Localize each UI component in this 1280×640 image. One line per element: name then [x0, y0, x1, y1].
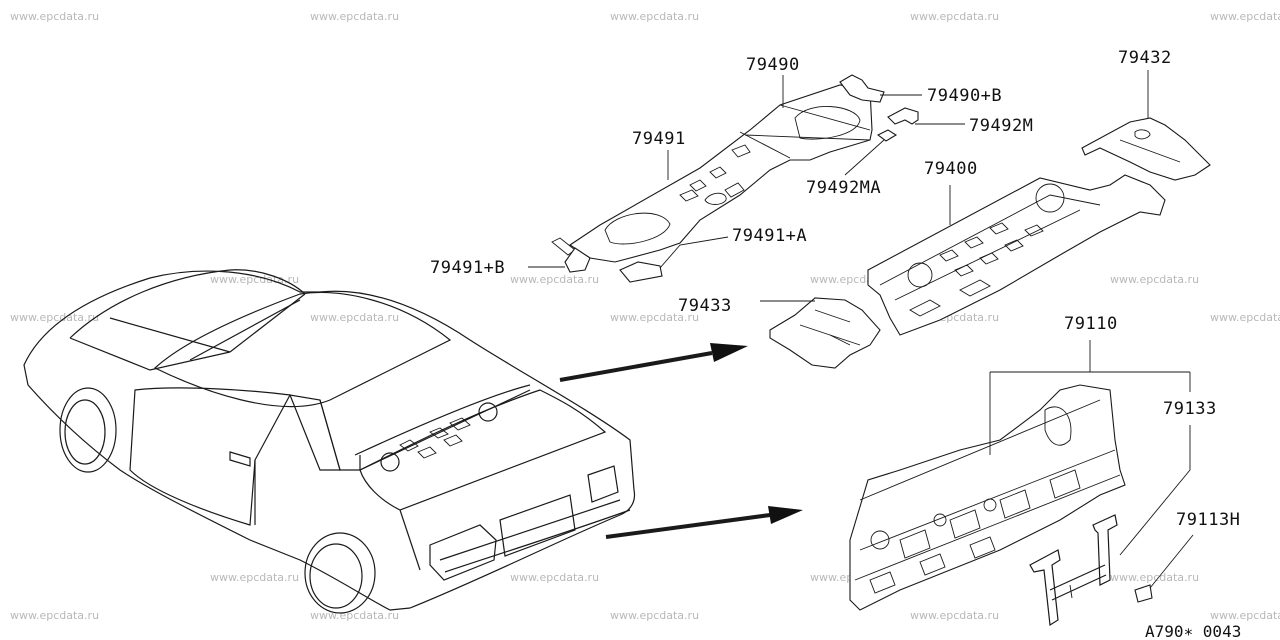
watermark: www.epcdata.ru [10, 609, 99, 622]
clip-79113H [1134, 584, 1153, 603]
watermark: www.epcdata.ru [910, 10, 999, 23]
strut-79133 [1029, 514, 1118, 627]
watermark: www.epcdata.ru [10, 10, 99, 23]
bracket-79490B [839, 74, 885, 103]
rear-panel-assembly [849, 384, 1126, 611]
label-79492m: 79492M [969, 116, 1033, 136]
part-labels: 79490 79490+B 79492M 79432 79491 79492MA… [430, 48, 1240, 530]
reinforcement-79433 [769, 297, 881, 369]
watermark: www.epcdata.ru [910, 609, 999, 622]
bracket-79491B [564, 247, 591, 273]
label-79490-b: 79490+B [927, 86, 1002, 106]
watermark: www.epcdata.ru [610, 10, 699, 23]
watermark: www.epcdata.ru [210, 273, 299, 286]
figure-code: A790∗ 0043 [1145, 622, 1241, 640]
watermark: www.epcdata.ru [310, 10, 399, 23]
label-79491-a: 79491+A [732, 226, 807, 246]
label-79491: 79491 [632, 129, 686, 149]
rear-parcel-shelf [551, 84, 873, 263]
label-79491-b: 79491+B [430, 258, 505, 278]
arrow-upper [559, 343, 748, 382]
watermark: www.epcdata.ru [1210, 311, 1280, 324]
pad-79492MA [876, 129, 898, 142]
arrow-lower [605, 506, 803, 539]
reinforcement-79432 [1081, 117, 1211, 181]
leader-lines [528, 70, 1194, 589]
label-79110: 79110 [1064, 314, 1118, 334]
watermark: www.epcdata.ru [610, 311, 699, 324]
watermark: www.epcdata.ru [510, 273, 599, 286]
car-outline [23, 269, 636, 614]
watermark: www.epcdata.ru [1110, 571, 1199, 584]
label-79432: 79432 [1118, 48, 1172, 68]
watermark: www.epcdata.ru [1110, 273, 1199, 286]
label-79133: 79133 [1163, 399, 1217, 419]
label-79400: 79400 [924, 159, 978, 179]
watermark: www.epcdata.ru [1210, 10, 1280, 23]
label-79492ma: 79492MA [806, 178, 881, 198]
watermark: www.epcdata.ru [310, 311, 399, 324]
label-79113h: 79113H [1176, 510, 1240, 530]
watermark: www.epcdata.ru [1210, 609, 1280, 622]
bracket-79492M [887, 107, 919, 125]
watermark: www.epcdata.ru [210, 571, 299, 584]
watermark: www.epcdata.ru [310, 609, 399, 622]
watermark: www.epcdata.ru [610, 609, 699, 622]
label-79490: 79490 [746, 55, 800, 75]
rear-panel-upper [867, 174, 1166, 336]
bracket-79491A [619, 261, 663, 283]
watermark: www.epcdata.ru [10, 311, 99, 324]
label-79433: 79433 [678, 296, 732, 316]
watermark: www.epcdata.ru [510, 571, 599, 584]
